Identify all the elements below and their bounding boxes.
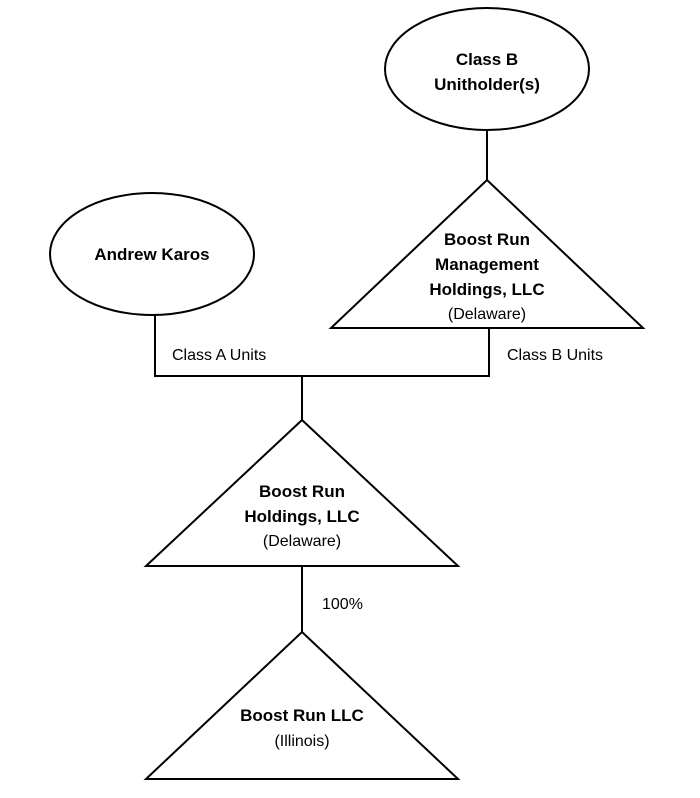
triangle-shape [143,630,461,780]
ellipse-shape [384,7,590,131]
node-label-line: Class B [456,50,518,69]
node-label-line: Andrew Karos [94,245,209,264]
triangle-shape [328,178,646,329]
triangle-shape [143,418,461,567]
node-label-line: Holdings, LLC [244,507,359,526]
node-label-line: Boost Run [444,230,530,249]
node-management-holdings: Boost Run Management Holdings, LLC (Dela… [328,178,646,329]
node-label-line: Unitholder(s) [434,75,540,94]
node-jurisdiction: (Illinois) [274,733,329,750]
node-label-line: Boost Run [259,482,345,501]
node-jurisdiction: (Delaware) [448,306,526,323]
edge-label-ownership-pct: 100% [322,596,363,613]
ellipse-shape [49,192,255,316]
node-boost-run-llc: Boost Run LLC (Illinois) [143,630,461,780]
node-label-line: Management [435,255,539,274]
node-class-b-unitholders: Class B Unitholder(s) [384,7,590,131]
node-label-line: Holdings, LLC [429,280,544,299]
connector-units-bracket [154,315,490,377]
node-andrew-karos: Andrew Karos [49,192,255,316]
edge-label-class-a-units: Class A Units [172,347,266,364]
node-jurisdiction: (Delaware) [263,533,341,550]
node-label-line: Boost Run LLC [240,706,364,725]
edge-label-class-b-units: Class B Units [507,347,603,364]
node-holdings: Boost Run Holdings, LLC (Delaware) [143,418,461,567]
